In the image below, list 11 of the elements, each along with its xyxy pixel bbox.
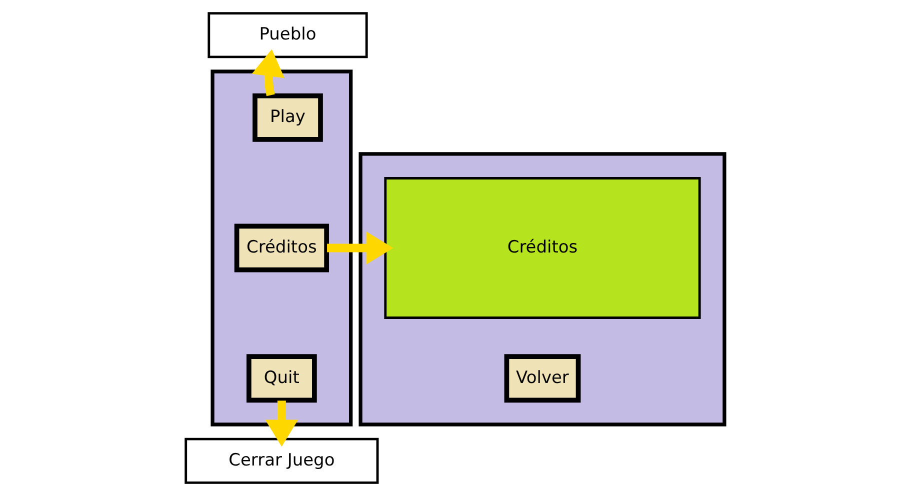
node-box: Créditos [234, 224, 328, 272]
node-box: Cerrar Juego [184, 438, 378, 484]
node-box: Créditos [384, 177, 700, 319]
node-box: Pueblo [207, 12, 368, 58]
node-box: Volver [504, 354, 580, 403]
cluster [358, 152, 726, 426]
arrow [264, 400, 298, 447]
arrow [251, 49, 284, 96]
node-box: Play [252, 93, 322, 142]
arrow [326, 232, 393, 264]
node-box: Quit [246, 354, 316, 403]
